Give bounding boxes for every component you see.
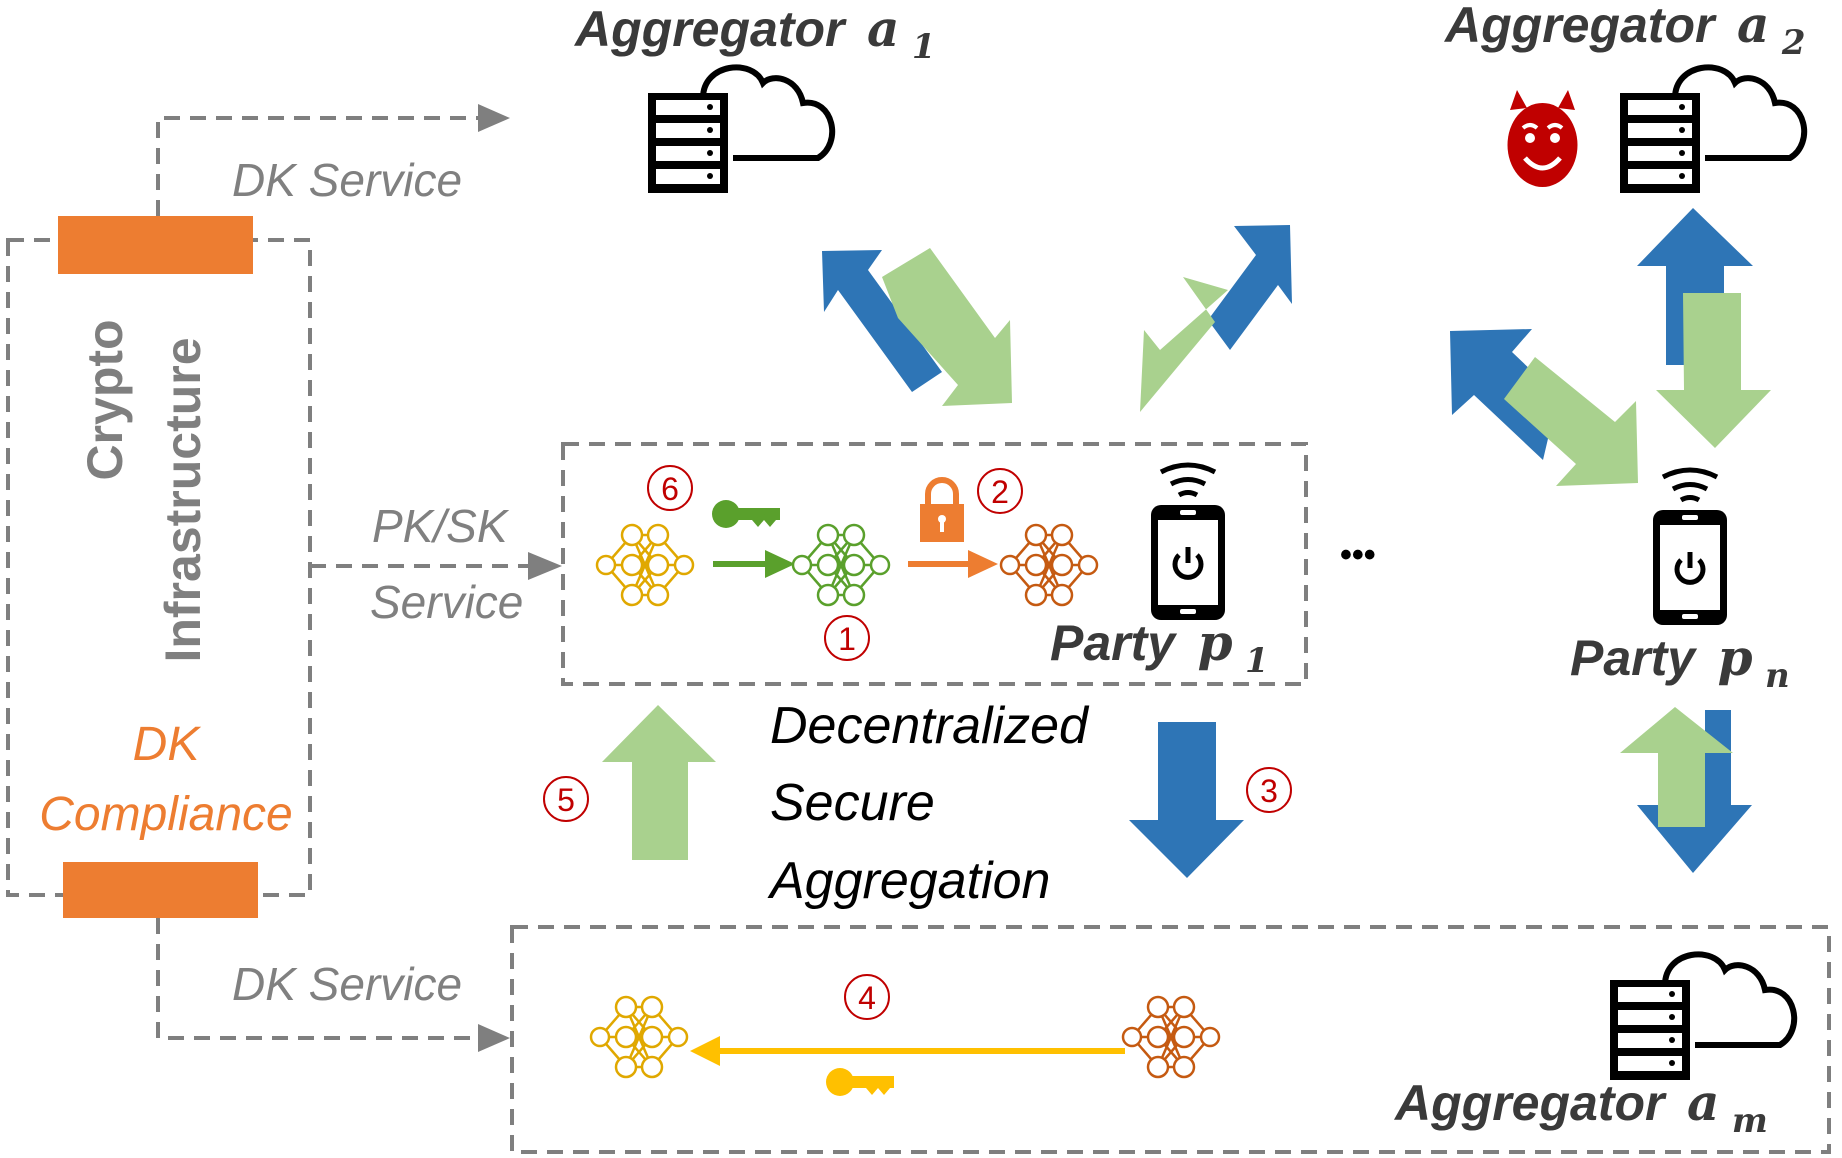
center-label-line2: Secure — [770, 774, 935, 832]
arrow-pair-a2-pn-vertical — [1637, 208, 1771, 448]
svg-text:3: 3 — [1260, 773, 1278, 809]
server-cloud-icon — [1620, 67, 1804, 193]
pksk-service-label-line1: PK/SK — [372, 500, 510, 552]
aggregator-a1-label: Aggregator a 1 — [573, 0, 936, 67]
aggregator-am: Aggregator a m — [1393, 954, 1794, 1141]
smartphone-power-icon — [1151, 465, 1225, 620]
svg-text:6: 6 — [661, 471, 679, 507]
dk-service-top-connector — [156, 104, 510, 216]
aggregator-a2: Aggregator a 2 — [1443, 0, 1806, 193]
dk-compliance-line1: DK — [133, 718, 202, 771]
dk-service-bottom-label: DK Service — [232, 958, 462, 1010]
aggregator-am-box — [510, 925, 1831, 1154]
server-cloud-icon — [648, 67, 832, 193]
more-parties-ellipsis: ••• — [1340, 536, 1376, 574]
blue-arrow-up-left — [1450, 329, 1558, 460]
green-arrow-up-step5 — [602, 705, 716, 860]
key-icon — [712, 500, 780, 528]
smartphone-power-icon — [1653, 470, 1727, 625]
svg-text:4: 4 — [858, 980, 876, 1016]
aggregator-a2-label: Aggregator a 2 — [1443, 0, 1806, 63]
blue-arrow-up-right — [1208, 225, 1292, 350]
svg-text:5: 5 — [557, 782, 575, 818]
party-p1-box — [561, 442, 1308, 686]
svg-text:2: 2 — [991, 474, 1009, 510]
crypto-infrastructure-line1: Crypto — [77, 319, 133, 480]
party-pn: Party p n — [1570, 470, 1790, 696]
blue-arrow-up-left — [822, 250, 942, 392]
center-label-line3: Aggregation — [767, 852, 1050, 910]
orange-arrow-right — [908, 550, 998, 578]
yellow-arrow-left — [690, 1036, 1125, 1066]
green-arrow-down-right — [1504, 357, 1638, 486]
center-label-line1: Decentralized — [770, 697, 1090, 755]
dk-compliance-line2: Compliance — [39, 788, 292, 841]
step-marker-3: 3 — [1246, 767, 1292, 813]
arrow-pair-a1-p1 — [822, 248, 1012, 406]
green-arrow-down-right — [882, 248, 1012, 406]
arrow-pair-a2-pn-diagonal — [1450, 329, 1638, 486]
neural-network-icon — [589, 995, 689, 1079]
neural-network-icon — [1121, 995, 1221, 1079]
key-icon — [826, 1068, 894, 1096]
step-marker-4: 4 — [844, 974, 890, 1020]
server-cloud-icon — [1610, 954, 1794, 1080]
dk-connector-top — [58, 216, 253, 274]
step-marker-5: 5 — [543, 776, 589, 822]
neural-network-icon — [791, 523, 891, 607]
green-arrow-down-left — [1140, 277, 1228, 412]
pksk-service-connector — [310, 552, 562, 580]
step-marker-1: 1 — [824, 615, 870, 661]
crypto-infrastructure-line2: Infrastructure — [155, 337, 211, 662]
svg-text:1: 1 — [838, 621, 856, 657]
blue-arrow-down-step3 — [1129, 722, 1244, 878]
party-pn-label: Party p n — [1570, 628, 1790, 696]
green-arrow-right — [713, 550, 795, 578]
dk-service-bottom-connector — [156, 918, 510, 1052]
green-arrow-down — [1656, 293, 1771, 448]
pksk-service-label-line2: Service — [370, 576, 523, 628]
party-p1-label: Party p 1 — [1050, 613, 1269, 681]
arrow-pair-pn-am — [1620, 707, 1752, 873]
dk-connector-bottom — [63, 862, 258, 918]
step-marker-6: 6 — [647, 465, 693, 511]
aggregator-am-label: Aggregator a m — [1393, 1073, 1768, 1141]
green-arrow-up — [1620, 707, 1733, 827]
neural-network-icon — [999, 523, 1099, 607]
aggregator-a1: Aggregator a 1 — [573, 0, 936, 193]
padlock-icon — [920, 477, 964, 542]
dk-service-top-label: DK Service — [232, 154, 462, 206]
arrow-pair-a2-p1 — [1140, 225, 1292, 412]
step-marker-2: 2 — [977, 468, 1023, 514]
devil-face-icon — [1507, 90, 1578, 187]
neural-network-icon — [595, 523, 695, 607]
